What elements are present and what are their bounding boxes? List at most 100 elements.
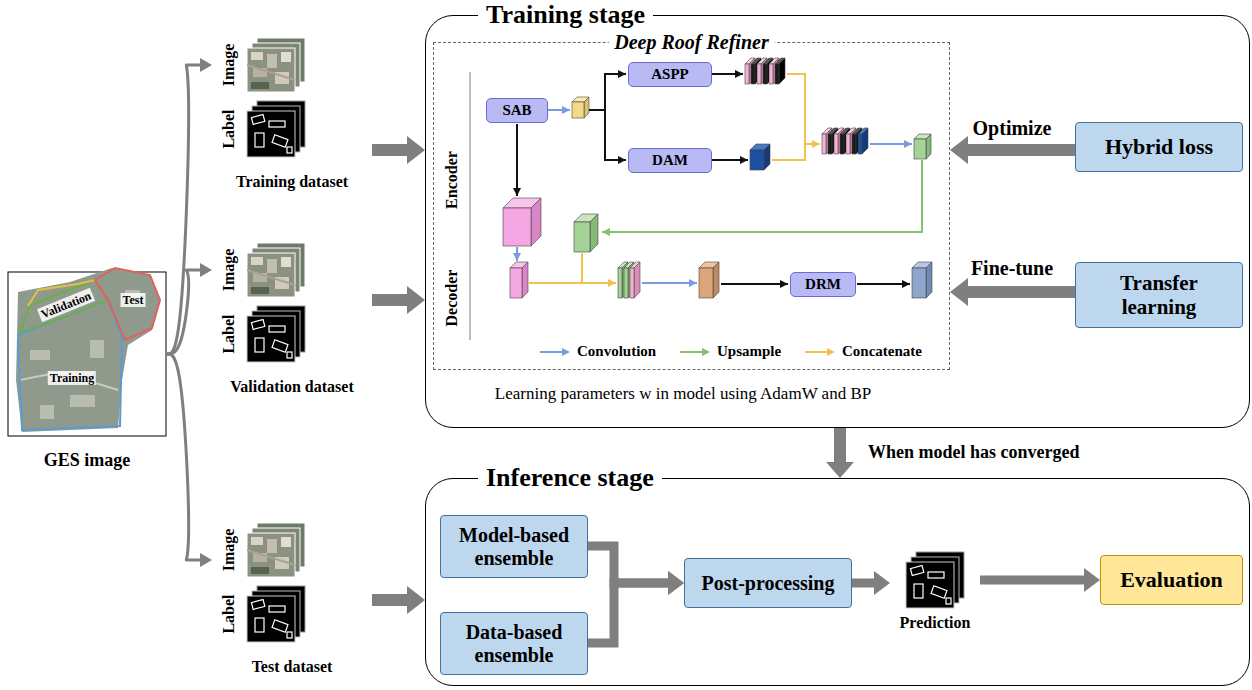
legend-item: Upsample (680, 343, 781, 360)
network-arrows (857, 283, 910, 285)
node-heading: Image (221, 249, 237, 292)
network-arrows (712, 159, 748, 161)
image-tiles (247, 38, 305, 92)
box-label: Model-based ensemble (446, 524, 582, 570)
box-label: ASPP (651, 66, 689, 83)
flow-arrow (588, 583, 668, 643)
network-arrows (721, 283, 788, 285)
legend-arrow (702, 348, 710, 356)
stage-panel: Inference stageModel-based ensembleData-… (425, 478, 1250, 686)
legend-arrow (827, 348, 835, 356)
node-heading: Inference stage (478, 465, 662, 491)
feature-maps (503, 208, 531, 246)
feature-maps (503, 58, 932, 298)
feature-maps (699, 262, 719, 298)
feature-maps (574, 214, 598, 252)
flow-arrow (166, 354, 200, 560)
legend-label: Upsample (717, 343, 781, 360)
node-label: Validation dataset (212, 378, 372, 396)
edge-label: When model has converged (866, 443, 1082, 463)
feature-maps (914, 134, 931, 159)
feature-maps (522, 262, 528, 298)
legend-label: Concatenate (842, 343, 922, 360)
feature-maps (858, 128, 868, 154)
process-box: Post-processing (684, 558, 852, 608)
network-arrows (516, 124, 518, 196)
box-label: DRM (805, 276, 841, 293)
node-label: Label (221, 109, 237, 148)
feature-maps (912, 268, 926, 298)
network-arrows (581, 253, 583, 283)
study-area-map (8, 268, 166, 436)
feature-maps (510, 268, 522, 298)
process-box: Transfer learning (1075, 262, 1243, 328)
flow-arrow (166, 65, 200, 354)
dataset-group: ImageLabelTest dataset (212, 520, 372, 682)
module-box: DRM (790, 272, 856, 297)
module-box: ASPP (628, 62, 712, 87)
dataset-group: ImageLabelTraining dataset (212, 35, 372, 197)
box-label: Evaluation (1120, 567, 1223, 592)
box-label: Transfer learning (1081, 271, 1237, 319)
network-arrows (529, 282, 616, 284)
box-label: SAB (502, 102, 531, 119)
study-area-map (16, 268, 160, 432)
flow-arrow (372, 594, 407, 606)
box-label: Post-processing (702, 572, 835, 595)
feature-maps (750, 150, 764, 170)
model-frame: Deep Roof RefinerEncoderDecoderSABASPPDA… (433, 42, 950, 370)
prediction-tiles: Prediction (890, 548, 980, 638)
map-region-label: Training (48, 371, 96, 385)
network-arrows (712, 73, 743, 75)
image-tiles (247, 243, 305, 297)
legend-label: Convolution (577, 343, 656, 360)
process-box: Data-based ensemble (440, 612, 588, 675)
flow-arrow (588, 546, 668, 583)
node-label: Encoder (444, 151, 460, 209)
module-box: DAM (628, 148, 712, 173)
edge-label: Optimize (971, 117, 1054, 139)
study-area-map (18, 300, 122, 430)
network-arrows (517, 74, 922, 284)
feature-maps (572, 102, 584, 118)
network-arrows (548, 109, 570, 111)
feature-maps (510, 262, 528, 298)
node-label: Training dataset (212, 173, 372, 191)
feature-maps (745, 58, 785, 84)
study-area-map (20, 280, 108, 332)
map-region-label: Validation (37, 288, 95, 322)
feature-maps (926, 262, 932, 298)
node-label: Label (221, 594, 237, 633)
image-tiles (247, 38, 964, 642)
feature-maps (764, 144, 770, 170)
feature-maps (699, 268, 713, 298)
study-area-map (70, 395, 95, 407)
node-label: Decoder (444, 270, 460, 327)
network-arrows (870, 143, 912, 145)
network-arrows (605, 110, 626, 160)
module-box: SAB (486, 98, 548, 123)
legend-arrow (680, 346, 712, 358)
node-label: Label (221, 314, 237, 353)
feature-maps (914, 139, 926, 159)
node-heading: Deep Roof Refiner (608, 32, 774, 52)
process-box: Hybrid loss (1075, 122, 1243, 172)
legend-arrow (805, 351, 829, 353)
node-heading: Prediction (890, 614, 980, 632)
image-tiles (247, 523, 305, 577)
stage-panel: Training stageLearning parameters w in m… (425, 15, 1250, 428)
legend-arrow (680, 351, 704, 353)
network-arrows (642, 282, 697, 284)
feature-maps (503, 198, 541, 246)
image-tiles (247, 586, 305, 642)
node-heading: GES image (8, 450, 166, 471)
feature-maps (750, 144, 770, 170)
legend-item: Convolution (540, 343, 656, 360)
legend-arrow (540, 346, 572, 358)
feature-maps (590, 214, 598, 252)
network-arrows (516, 247, 518, 261)
image-tiles (247, 306, 305, 362)
feature-maps (574, 222, 590, 252)
